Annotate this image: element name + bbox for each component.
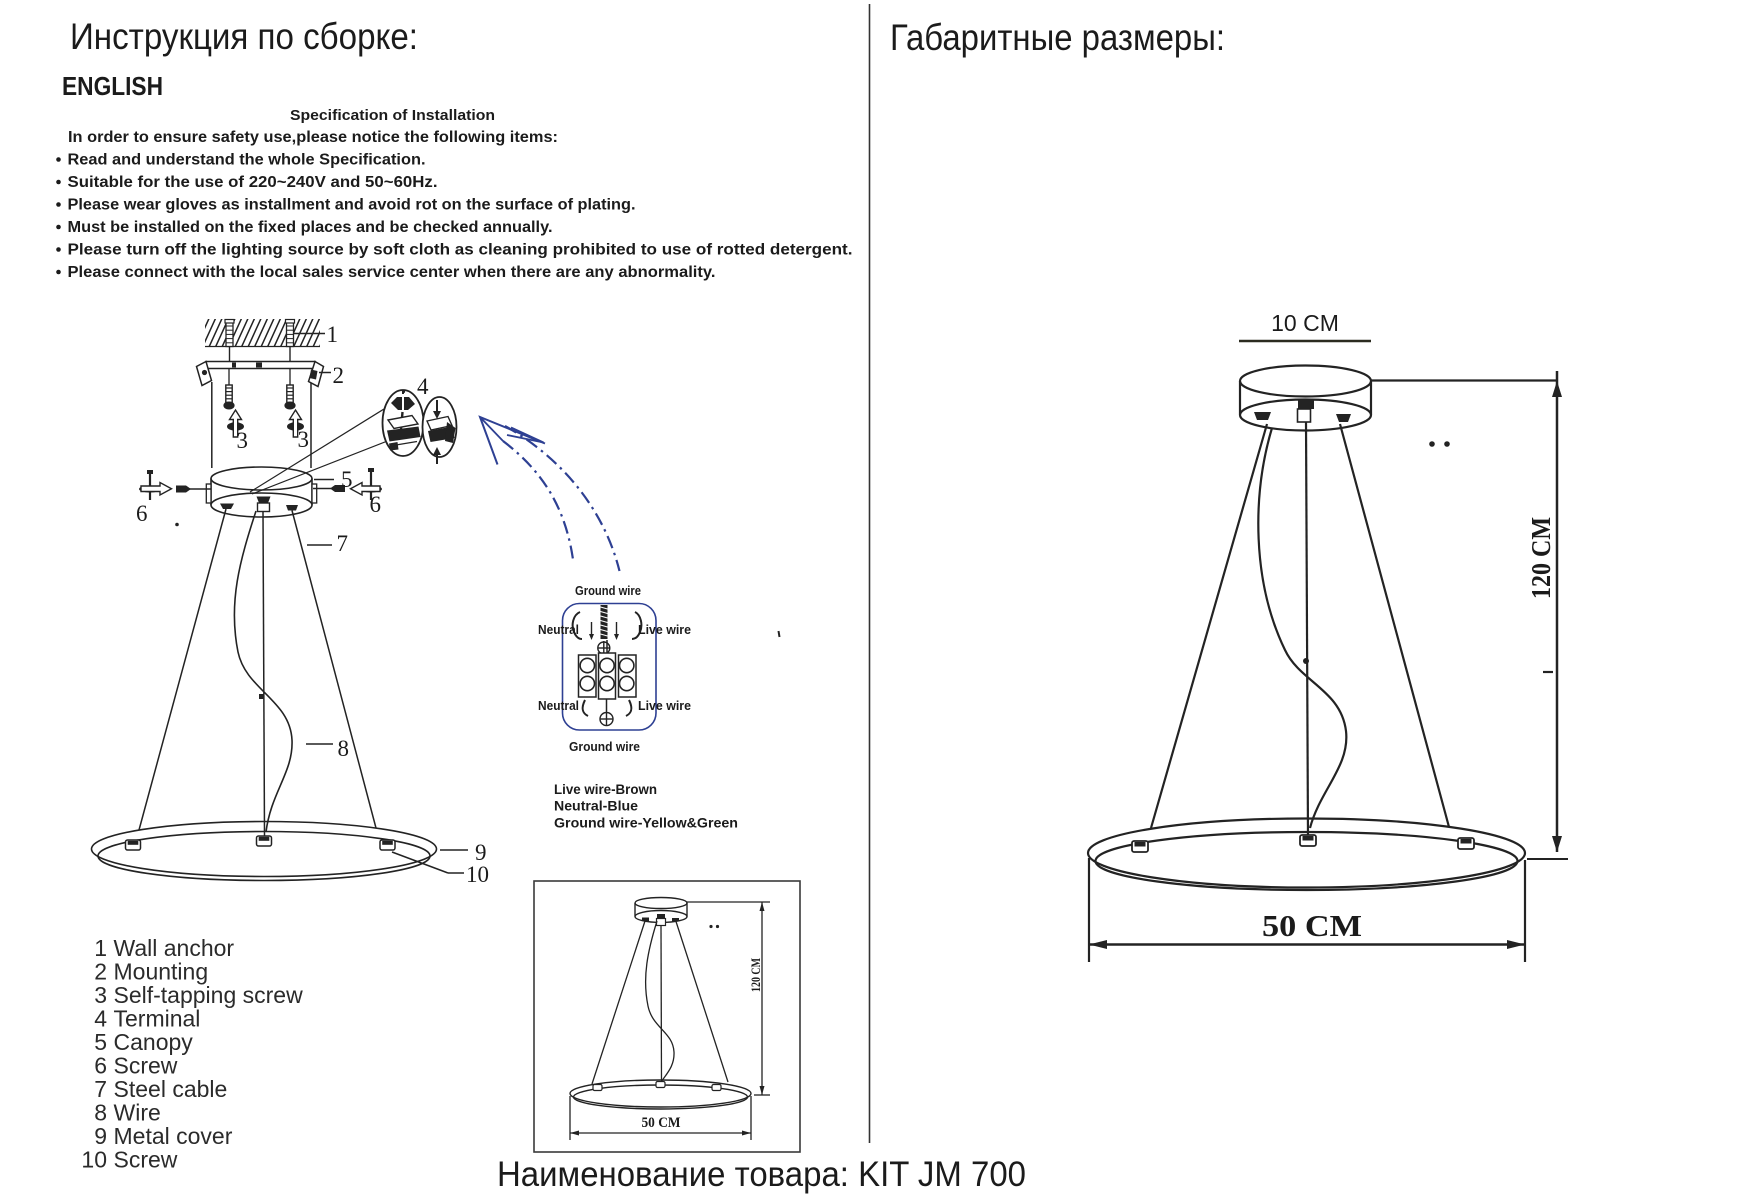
svg-text:1: 1 <box>327 322 339 347</box>
svg-text:2: 2 <box>94 959 107 985</box>
svg-text:Must be installed on the fixed: Must be installed on the fixed places an… <box>68 219 553 236</box>
svg-text:10: 10 <box>466 862 489 887</box>
svg-text:50 CM: 50 CM <box>1262 908 1362 943</box>
svg-text:Metal cover: Metal cover <box>114 1123 233 1149</box>
svg-text:Screw: Screw <box>114 1147 178 1173</box>
svg-text:4: 4 <box>417 374 429 399</box>
svg-text:Габаритные размеры:: Габаритные размеры: <box>890 17 1225 58</box>
svg-text:9: 9 <box>94 1123 107 1149</box>
svg-text:50 CM: 50 CM <box>642 1115 681 1131</box>
svg-text:6: 6 <box>370 492 382 517</box>
svg-text:Ground wire: Ground wire <box>575 584 641 598</box>
svg-text:10: 10 <box>81 1147 107 1173</box>
svg-text:In order to ensure safety use,: In order to ensure safety use,please not… <box>68 129 558 146</box>
svg-text:Наименование товара: KIT JM 70: Наименование товара: KIT JM 700 <box>497 1155 1026 1194</box>
svg-text:Neutral: Neutral <box>538 623 579 637</box>
svg-text:7: 7 <box>94 1076 107 1102</box>
svg-text:Ground wire: Ground wire <box>569 740 640 754</box>
svg-text:Mounting: Mounting <box>114 959 209 985</box>
svg-text:Please connect with the local: Please connect with the local sales serv… <box>68 264 716 281</box>
svg-text:Self-tapping screw: Self-tapping screw <box>114 982 304 1008</box>
svg-text:120 CM: 120 CM <box>1526 517 1556 599</box>
svg-text:10 CM: 10 CM <box>1271 310 1339 336</box>
svg-text:Specification of Installation: Specification of Installation <box>290 108 495 124</box>
svg-text:5: 5 <box>94 1029 107 1055</box>
svg-text:120 CM: 120 CM <box>748 958 763 992</box>
svg-text:Screw: Screw <box>114 1053 178 1079</box>
svg-text:4: 4 <box>94 1006 107 1032</box>
svg-text:Neutral: Neutral <box>538 699 579 713</box>
svg-text:6: 6 <box>94 1053 107 1079</box>
svg-text:Neutral-Blue: Neutral-Blue <box>554 798 638 814</box>
svg-text:Live wire-Brown: Live wire-Brown <box>554 781 657 797</box>
svg-text:8: 8 <box>338 736 350 761</box>
svg-text:Инструкция по сборке:: Инструкция по сборке: <box>70 16 418 57</box>
svg-text:Live wire: Live wire <box>638 699 691 713</box>
svg-text:8: 8 <box>94 1100 107 1126</box>
svg-text:Please wear gloves as installm: Please wear gloves as installment and av… <box>68 197 636 214</box>
svg-text:Canopy: Canopy <box>114 1029 194 1055</box>
svg-text:Live wire: Live wire <box>638 623 691 637</box>
svg-text:9: 9 <box>475 840 487 865</box>
svg-text:Wall anchor: Wall anchor <box>114 935 235 961</box>
svg-text:6: 6 <box>136 501 148 526</box>
svg-text:3: 3 <box>94 982 107 1008</box>
svg-text:Ground wire-Yellow&Green: Ground wire-Yellow&Green <box>554 815 738 831</box>
svg-text:ENGLISH: ENGLISH <box>62 71 163 101</box>
svg-text:1: 1 <box>94 935 107 961</box>
svg-text:Suitable for the use of 220~24: Suitable for the use of 220~240V and 50~… <box>68 174 438 191</box>
svg-text:Read and understand the whole: Read and understand the whole Specificat… <box>68 152 426 169</box>
svg-text:Steel cable: Steel cable <box>114 1076 228 1102</box>
svg-text:3: 3 <box>298 427 310 452</box>
svg-text:2: 2 <box>333 363 345 388</box>
svg-text:5: 5 <box>341 467 353 492</box>
svg-text:Please turn off the lighting s: Please turn off the lighting source by s… <box>68 242 853 259</box>
svg-text:7: 7 <box>337 531 349 556</box>
svg-text:Terminal: Terminal <box>114 1006 201 1032</box>
svg-text:3: 3 <box>237 428 249 453</box>
svg-text:Wire: Wire <box>114 1100 161 1126</box>
